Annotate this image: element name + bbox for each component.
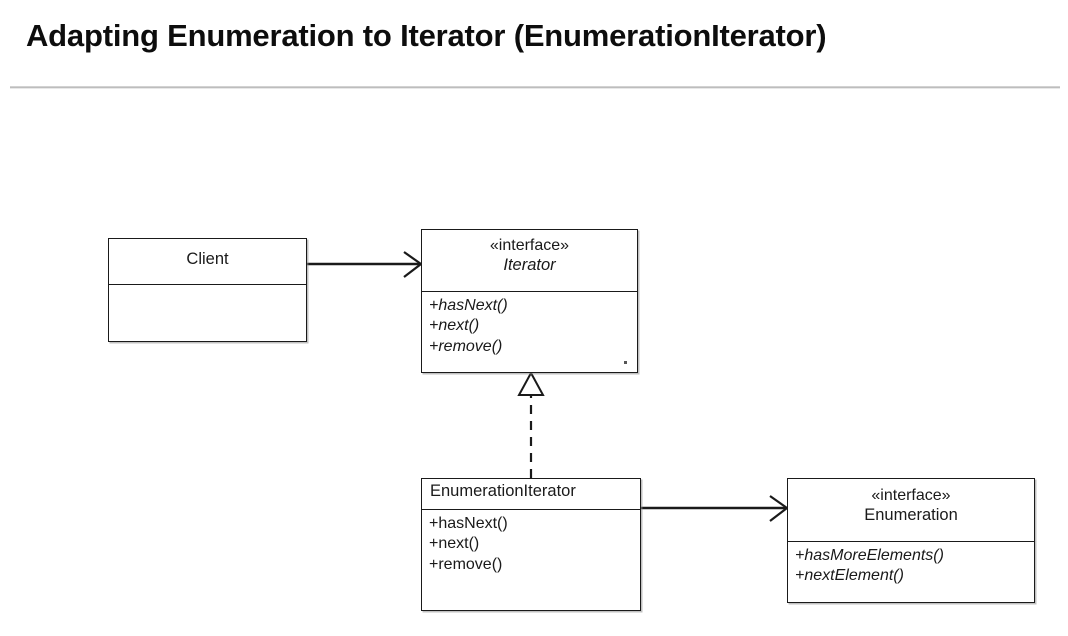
uml-class-enumerationiterator[interactable]: EnumerationIterator +hasNext() +next() +… <box>421 478 641 611</box>
class-name: EnumerationIterator <box>430 482 576 500</box>
class-header: Client <box>109 239 306 284</box>
class-member: +hasNext() <box>429 297 508 314</box>
class-stereotype: «interface» <box>489 237 570 254</box>
class-header: «interface» Iterator <box>422 230 637 291</box>
class-member: +remove() <box>429 555 503 573</box>
connector-enumerationiterator-uses-enumeration[interactable] <box>641 495 789 522</box>
uml-class-enumeration[interactable]: «interface» Enumeration +hasMoreElements… <box>787 478 1035 603</box>
class-member: +hasNext() <box>429 515 508 532</box>
class-members-compartment: +hasNext() +next() +remove() <box>422 291 637 374</box>
class-members-compartment: +hasMoreElements() +nextElement() <box>788 541 1034 604</box>
class-stereotype: «interface» <box>871 487 951 504</box>
class-name: Client <box>186 250 229 268</box>
title-divider <box>10 86 1060 89</box>
uml-class-iterator[interactable]: «interface» Iterator +hasNext() +next() … <box>421 229 638 373</box>
class-header: EnumerationIterator <box>422 479 640 509</box>
class-members-compartment <box>109 284 306 343</box>
connector-enumerationiterator-implements-iterator[interactable] <box>517 370 545 478</box>
page-title: Adapting Enumeration to Iterator (Enumer… <box>26 18 827 53</box>
class-name: Iterator <box>503 255 556 274</box>
class-member: +nextElement() <box>795 567 904 585</box>
class-name: Enumeration <box>864 505 958 524</box>
connector-client-uses-iterator[interactable] <box>307 251 423 278</box>
class-member: +hasMoreElements() <box>795 547 944 564</box>
hollow-triangle-arrowhead-icon <box>517 370 545 396</box>
class-member: +remove() <box>429 337 503 355</box>
uml-class-client[interactable]: Client <box>108 238 307 342</box>
class-member: +next() <box>429 317 480 335</box>
scan-artifact-speck <box>624 361 627 364</box>
class-members-compartment: +hasNext() +next() +remove() <box>422 509 640 612</box>
class-member: +next() <box>429 535 480 553</box>
class-header: «interface» Enumeration <box>788 479 1034 541</box>
